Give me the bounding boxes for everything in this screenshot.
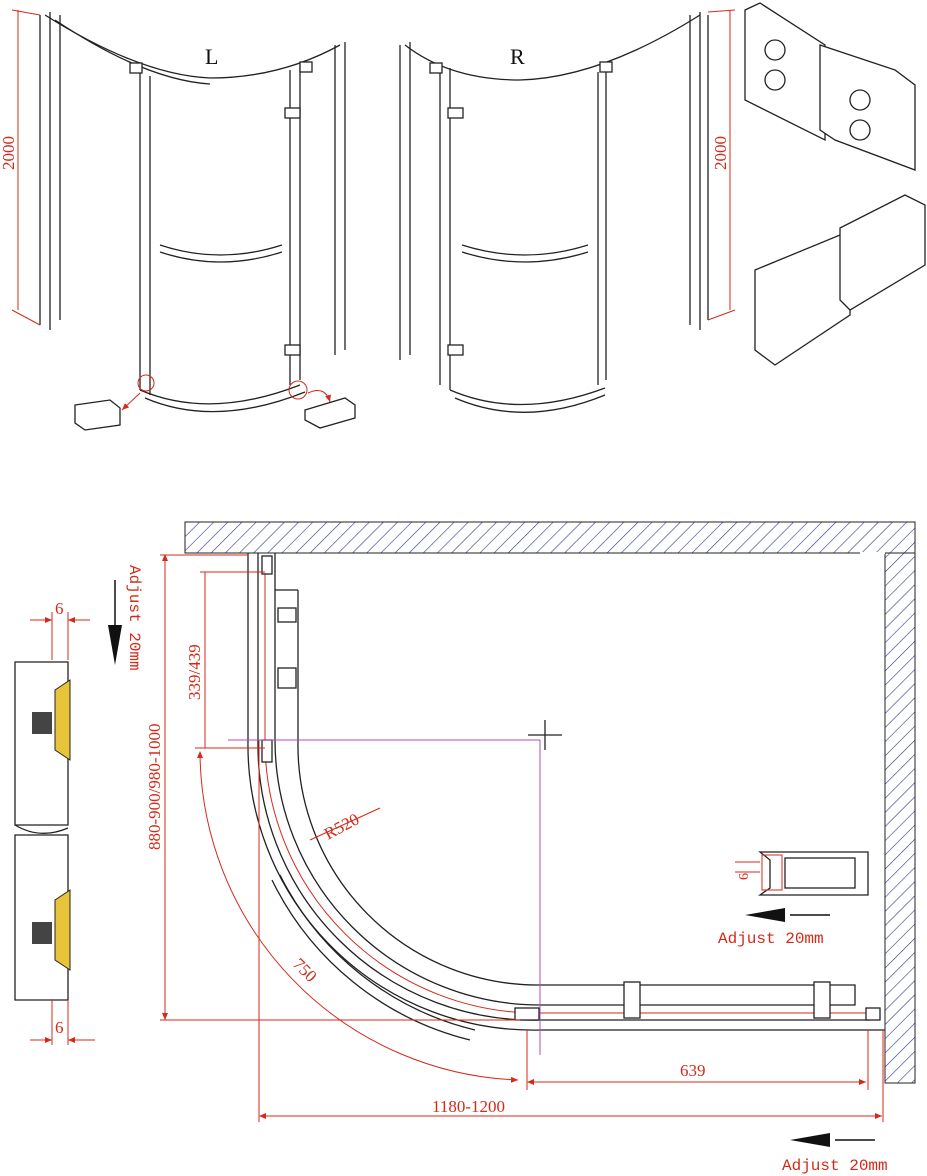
plan-view: 880-900/980-1000 339/439 R520 750 639 11… (108, 521, 916, 1175)
depth-range-label: 880-900/980-1000 (145, 723, 164, 850)
left-view-label: L (205, 44, 218, 69)
right-hand-view: 2000 R (399, 9, 736, 413)
gap-bottom-label: 6 (55, 1018, 64, 1037)
height-left-label: 2000 (0, 136, 18, 170)
straight-length-label: 639 (680, 1061, 706, 1080)
gap-top-label: 6 (55, 599, 64, 618)
adjust-bottom-label: Adjust 20mm (782, 1157, 888, 1175)
profile-gap-label: 6 (737, 873, 752, 880)
radius-label: R520 (321, 809, 362, 843)
width-range-label: 1180-1200 (432, 1097, 505, 1116)
seal-detail: 6 6 (14, 599, 95, 1045)
height-right-label: 2000 (711, 136, 730, 170)
right-view-label: R (510, 44, 525, 69)
adjust-right-label: Adjust 20mm (718, 930, 824, 948)
left-hand-view: 2000 L (0, 9, 356, 431)
door-offset-label: 339/439 (185, 644, 204, 700)
hinge-detail (744, 2, 926, 366)
adjust-depth-label: Adjust 20mm (125, 565, 143, 671)
